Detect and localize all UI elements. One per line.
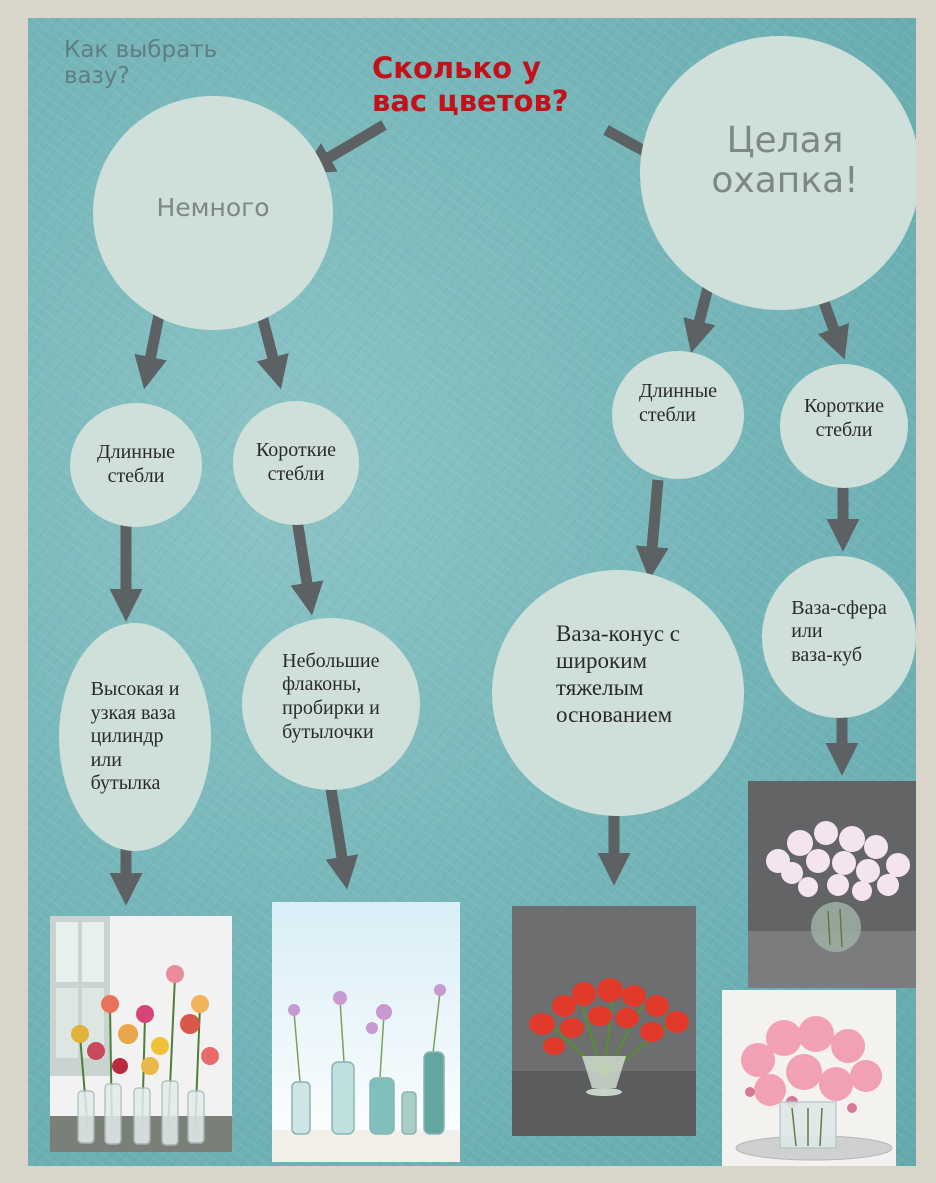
photo-roses-in-bottles bbox=[50, 916, 232, 1152]
node-few-label: Немного bbox=[156, 192, 270, 222]
arrow-long2-to-result bbox=[635, 479, 669, 580]
node-few-short-label: Короткие стебли bbox=[255, 439, 337, 485]
arrow-result2-to-photo bbox=[324, 782, 359, 890]
node-few-short: Короткие стебли bbox=[233, 401, 359, 525]
arrow-short-to-result bbox=[290, 512, 324, 616]
node-few-short-result: Небольшие флаконы, пробирки и бутылочки bbox=[242, 618, 420, 790]
node-many-short-result: Ваза-сфера или ваза-куб bbox=[762, 556, 916, 718]
sweet-peas-sphere-image bbox=[748, 781, 916, 988]
node-many-long: Длинные стебли bbox=[612, 351, 744, 479]
arrows-layer bbox=[109, 120, 860, 906]
photo-red-tulips bbox=[512, 906, 696, 1136]
node-many: Целая охапка! bbox=[640, 36, 916, 310]
question-title: Сколько у вас цветов? bbox=[372, 51, 569, 118]
arrow-few-to-long bbox=[134, 308, 167, 390]
red-tulips-image bbox=[512, 906, 696, 1136]
node-many-short-result-label: Ваза-сфера или ваза-куб bbox=[791, 596, 887, 666]
photo-pink-roses-cube bbox=[722, 990, 896, 1166]
node-few-long-result: Высокая и узкая ваза цилиндр или бутылка bbox=[59, 623, 211, 851]
question-subtitle: Как выбрать вазу? bbox=[64, 37, 218, 89]
small-bottles-image bbox=[272, 902, 460, 1162]
pink-roses-cube-image bbox=[722, 990, 896, 1166]
photo-small-bottles bbox=[272, 902, 460, 1162]
node-few-short-result-label: Небольшие флаконы, пробирки и бутылочки bbox=[282, 649, 380, 743]
photo-sweet-peas-sphere bbox=[748, 781, 916, 988]
roses-in-bottles-image bbox=[50, 916, 232, 1152]
node-few-long: Длинные стебли bbox=[70, 403, 202, 527]
node-few: Немного bbox=[93, 96, 333, 330]
flowchart-board: Как выбрать вазу? Сколько у вас цветов? … bbox=[28, 18, 916, 1166]
node-many-short: Короткие стебли bbox=[780, 364, 908, 488]
arrow-to-few bbox=[300, 120, 387, 175]
node-many-short-label: Короткие стебли bbox=[803, 395, 885, 441]
node-few-long-result-label: Высокая и узкая ваза цилиндр или бутылка bbox=[90, 678, 180, 795]
node-many-label: Целая охапка! bbox=[711, 120, 859, 201]
node-few-long-label: Длинные стебли bbox=[96, 441, 176, 487]
node-many-long-label: Длинные стебли bbox=[638, 380, 718, 426]
node-many-long-result: Ваза-конус с широким тяжелым основанием bbox=[492, 570, 744, 816]
node-many-long-result-label: Ваза-конус с широким тяжелым основанием bbox=[556, 620, 680, 728]
